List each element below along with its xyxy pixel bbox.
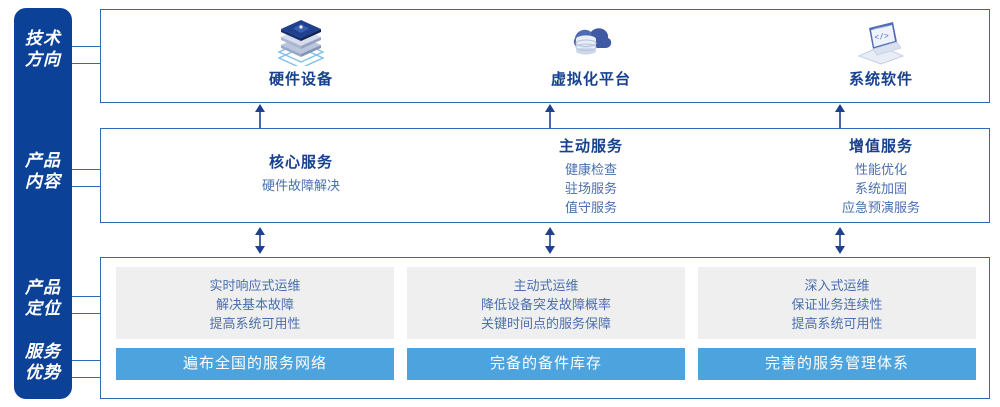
content-item: 值守服务	[564, 200, 617, 215]
arrow-bidirectional-value-added	[835, 227, 845, 254]
positioning-line: 主动式运维	[513, 278, 579, 293]
positioning-line: 提高系统可用性	[209, 316, 301, 331]
rail-label-tech-direction: 技术 方向	[14, 28, 72, 70]
tech-title-virtualization: 虚拟化平台	[550, 71, 631, 88]
arrow-up-virtualization	[545, 104, 555, 128]
rail-label-product-content: 产品 内容	[14, 150, 72, 192]
product-content-panel: 核心服务 硬件故障解决 主动服务 健康检查 驻场服务 值守服务 增值服务 性能优…	[100, 128, 990, 223]
positioning-advantage-panel: 实时响应式运维 解决基本故障 提高系统可用性 主动式运维 降低设备突发故障概率 …	[100, 257, 990, 399]
arrow-bidirectional-proactive	[545, 227, 555, 254]
connector-position-1	[72, 296, 101, 297]
rail-label-product-content-line2: 内容	[25, 172, 61, 191]
server-stack-icon	[271, 18, 331, 69]
content-item: 健康检查	[564, 162, 617, 177]
content-title-core-service: 核心服务	[268, 154, 333, 171]
content-item: 系统加固	[854, 181, 907, 196]
tech-title-hardware: 硬件设备	[268, 71, 333, 88]
tech-column-system-software[interactable]: </> 系统软件	[781, 10, 981, 104]
content-column-value-added-service[interactable]: 增值服务 性能优化 系统加固 应急预演服务	[781, 129, 981, 230]
arrow-bidirectional-core	[255, 227, 265, 254]
content-item: 性能优化	[854, 162, 907, 177]
connector-tech-1	[72, 46, 101, 47]
svg-text:</>: </>	[874, 32, 890, 43]
positioning-line: 深入式运维	[804, 278, 870, 293]
rail-label-product-content-line1: 产品	[25, 151, 61, 170]
rail-label-product-position-line1: 产品	[25, 278, 61, 297]
connector-position-2	[72, 313, 101, 314]
positioning-line: 保证业务连续性	[791, 297, 883, 312]
laptop-code-icon: </>	[851, 18, 911, 66]
connector-content-2	[72, 186, 101, 187]
content-title-value-added-service: 增值服务	[848, 138, 913, 155]
connector-advantage-1	[72, 360, 101, 361]
connector-advantage-2	[72, 377, 101, 378]
tech-column-hardware[interactable]: 硬件设备	[201, 10, 401, 104]
advantage-bar-service-network[interactable]: 遍布全国的服务网络	[116, 348, 394, 380]
content-column-core-service[interactable]: 核心服务 硬件故障解决	[201, 129, 401, 246]
positioning-line: 降低设备突发故障概率	[480, 297, 611, 312]
rail-label-tech-direction-line2: 方向	[25, 50, 61, 69]
rail-label-service-advantage-line2: 优势	[25, 363, 61, 382]
content-title-proactive-service: 主动服务	[558, 138, 623, 155]
rail-label-tech-direction-line1: 技术	[25, 29, 61, 48]
connector-tech-2	[72, 63, 101, 64]
content-item: 驻场服务	[564, 181, 617, 196]
content-item: 硬件故障解决	[261, 178, 340, 193]
positioning-card-realtime[interactable]: 实时响应式运维 解决基本故障 提高系统可用性	[116, 267, 394, 339]
content-item: 应急预演服务	[841, 200, 920, 215]
advantage-bar-spare-parts[interactable]: 完备的备件库存	[407, 348, 685, 380]
positioning-card-indepth[interactable]: 深入式运维 保证业务连续性 提高系统可用性	[698, 267, 976, 339]
left-rail	[14, 8, 72, 399]
content-column-proactive-service[interactable]: 主动服务 健康检查 驻场服务 值守服务	[491, 129, 691, 230]
positioning-line: 关键时间点的服务保障	[480, 316, 611, 331]
tech-column-virtualization[interactable]: 虚拟化平台	[491, 10, 691, 104]
rail-label-service-advantage: 服务 优势	[14, 341, 72, 383]
rail-label-product-position-line2: 定位	[25, 299, 61, 318]
rail-label-product-position: 产品 定位	[14, 277, 72, 319]
positioning-line: 解决基本故障	[215, 297, 294, 312]
positioning-line: 实时响应式运维	[209, 278, 301, 293]
positioning-card-proactive[interactable]: 主动式运维 降低设备突发故障概率 关键时间点的服务保障	[407, 267, 685, 339]
advantage-bar-management-system[interactable]: 完善的服务管理体系	[698, 348, 976, 380]
rail-label-service-advantage-line1: 服务	[25, 342, 61, 361]
content-list-value-added-service: 性能优化 系统加固 应急预演服务	[781, 160, 981, 217]
content-list-proactive-service: 健康检查 驻场服务 值守服务	[491, 160, 691, 217]
tech-title-system-software: 系统软件	[848, 71, 913, 88]
connector-content-1	[72, 169, 101, 170]
positioning-line: 提高系统可用性	[791, 316, 883, 331]
arrow-up-system-software	[835, 104, 845, 128]
arrow-up-hardware	[255, 104, 265, 128]
tech-direction-panel: 硬件设备 虚拟化平台	[100, 9, 990, 103]
content-list-core-service: 硬件故障解决	[201, 176, 401, 195]
cloud-database-icon	[561, 18, 621, 66]
